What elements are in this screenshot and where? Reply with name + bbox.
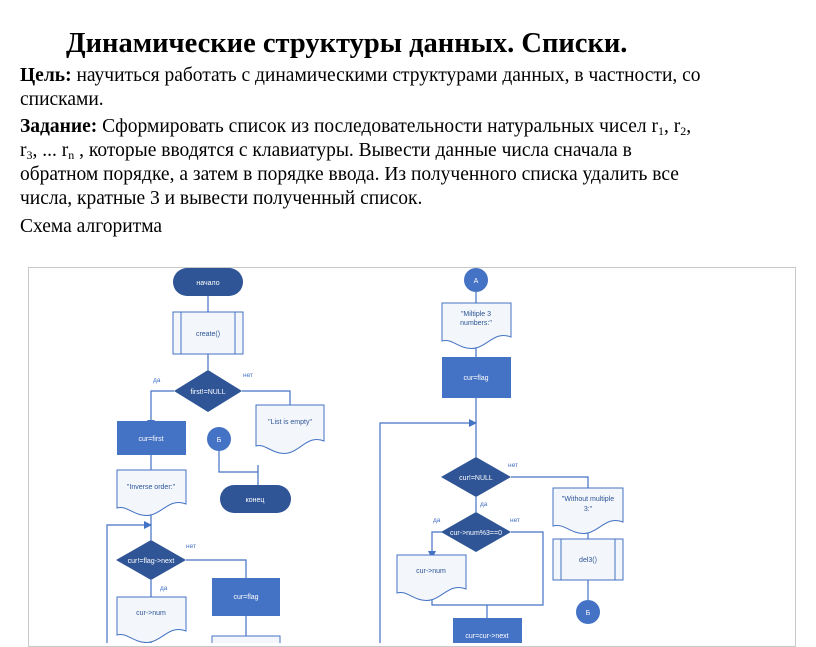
start-label: начало (196, 280, 219, 287)
decision-cur-not-flag-next: cur!=flag->next (116, 540, 186, 580)
document-label: numbers:" (460, 320, 492, 327)
task-text-3: обратном порядке, а затем в порядке ввод… (20, 164, 679, 185)
document-label: "List is empty" (268, 419, 312, 426)
goal-label: Цель: (20, 65, 72, 86)
task-label: Задание: (20, 116, 98, 137)
decision-label: cur->num%3==0 (450, 530, 502, 537)
subscript: 3 (26, 148, 33, 162)
yes-label: да (480, 501, 488, 508)
process-label: cur=flag (233, 594, 258, 601)
task-text-2b: , ... r (32, 140, 69, 161)
task-paragraph: Задание: Сформировать список из последов… (20, 115, 810, 211)
task-text-1: Сформировать список из последовательност… (97, 116, 659, 137)
flow-line-no (242, 390, 291, 405)
cur-next-process: cur=cur->next (453, 618, 522, 643)
connector-label: Б (586, 610, 591, 617)
decision-label: first!=NULL (190, 389, 225, 396)
document-label: "Without multiple (562, 496, 614, 503)
task-text-2a: r (20, 140, 27, 161)
process-label: cur=cur->next (465, 633, 508, 640)
without-multiple-document: "Without multiple 3:" (552, 487, 624, 534)
next-shape-partial (211, 635, 281, 643)
del3-subprocess: del3() (552, 538, 624, 581)
inverse-order-document: "Inverse order:" (116, 469, 187, 516)
decision-cur-not-null: cur!=NULL (441, 457, 511, 497)
decision-label: cur!=flag->next (128, 558, 175, 565)
end-label: конец (246, 497, 265, 504)
subprocess-label: del3() (579, 557, 597, 564)
connector-label: А (474, 278, 479, 285)
flow-line-yes (147, 390, 174, 428)
no-label: нет (508, 462, 518, 469)
document-label: 3:" (584, 506, 593, 513)
task-text-sep: , (686, 116, 692, 137)
decision-num-mod3: cur->num%3==0 (441, 512, 511, 552)
create-subprocess: create() (172, 311, 244, 355)
cur-first-process: cur=first (117, 421, 186, 455)
task-text-2c: , которые вводятся с клавиатуры. Вывести… (74, 140, 632, 161)
cur-flag-process-right: cur=flag (442, 357, 511, 398)
flow-line-loop (106, 521, 152, 643)
subscript: n (68, 148, 75, 162)
subscript: 2 (680, 124, 687, 138)
yes-label: да (433, 517, 441, 524)
flow-line-no (511, 476, 589, 488)
yes-label: да (153, 377, 161, 384)
no-label: нет (510, 517, 520, 524)
task-text-4: числа, кратные 3 и вывести полученный сп… (20, 188, 423, 209)
no-label: нет (243, 372, 253, 379)
cur-num-output-left: cur->num (116, 596, 187, 643)
subscript: 1 (658, 124, 665, 138)
cur-num-output-right: cur->num (396, 554, 467, 601)
no-label: нет (186, 543, 196, 550)
multiple3-document: "Miltiple 3 numbers:" (441, 302, 512, 349)
connector-b-right: Б (576, 600, 600, 624)
flow-line-no (186, 559, 247, 578)
flow-line-no (431, 531, 544, 606)
yes-label: да (160, 585, 168, 592)
process-label: cur=flag (463, 375, 488, 382)
scheme-caption: Схема алгоритма (20, 216, 163, 237)
flow-line (218, 451, 259, 487)
document-label: cur->num (136, 610, 166, 617)
decision-label: cur!=NULL (459, 475, 493, 482)
create-label: create() (196, 331, 220, 338)
document-label: cur->num (416, 568, 446, 575)
flow-line-yes (428, 531, 442, 559)
start-terminator: начало (173, 268, 243, 296)
decision-first-not-null: first!=NULL (174, 370, 242, 412)
list-empty-document: "List is empty" (255, 404, 325, 454)
process-label: cur=first (138, 436, 163, 443)
goal-text-1: научиться работать с динамическими струк… (71, 65, 701, 86)
task-text-sep: , r (664, 116, 681, 137)
end-terminator: конец (220, 485, 291, 513)
cur-flag-process-left: cur=flag (212, 578, 280, 616)
document-label: "Miltiple 3 (461, 311, 491, 318)
connector-b-left: Б (207, 427, 231, 451)
connector-a: А (464, 268, 488, 292)
document-label: "Inverse order:" (127, 484, 176, 491)
goal-paragraph: Цель: научиться работать с динамическими… (20, 64, 810, 112)
flow-line-loop (379, 419, 477, 643)
connector-label: Б (217, 437, 222, 444)
goal-text-2: списками. (20, 89, 104, 110)
document-title: Динамические структуры данных. Списки. (66, 28, 628, 59)
